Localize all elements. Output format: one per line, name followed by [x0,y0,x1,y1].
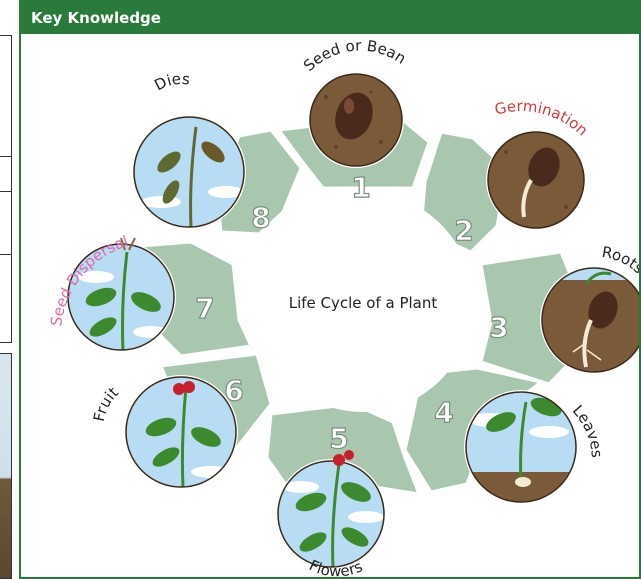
stage-number-8: 8 [251,201,270,234]
label-fruit: Fruit [90,383,122,423]
left-panel-edge [0,0,17,579]
left-image-fragment [0,353,12,579]
stage-number-6: 6 [224,374,243,407]
flowers-illustration [276,450,386,569]
ring-segment-2 [419,130,509,254]
panel-title: Key Knowledge [21,2,639,34]
roots-illustration [540,266,639,374]
stage-number-3: 3 [489,311,508,344]
table-row-divider [0,191,11,192]
stage-number-5: 5 [329,422,348,455]
label-seed-or-bean: Seed or Bean [300,37,409,75]
seed-dispersal-illustration [66,237,176,352]
life-cycle-diagram: Life Cycle of a Plant 1 2 3 4 5 6 7 8 [47,37,639,577]
center-circle [253,192,473,412]
fruit-illustration [124,375,238,489]
leaves-illustration [464,390,578,504]
table-row-divider [0,156,11,157]
dies-illustration [132,115,246,229]
seed-illustration [308,72,404,168]
key-knowledge-panel: Key Knowledge [19,0,641,579]
center-label: Life Cycle of a Plant [289,294,438,312]
left-table-fragment [0,35,12,343]
stage-number-1: 1 [351,171,370,204]
label-flowers: Flowers [306,556,365,577]
label-dies: Dies [152,70,192,95]
stage-number-7: 7 [195,292,214,325]
germination-illustration [486,130,586,230]
stage-number-4: 4 [434,396,453,429]
table-row-divider [0,254,11,255]
stage-number-2: 2 [454,214,473,247]
